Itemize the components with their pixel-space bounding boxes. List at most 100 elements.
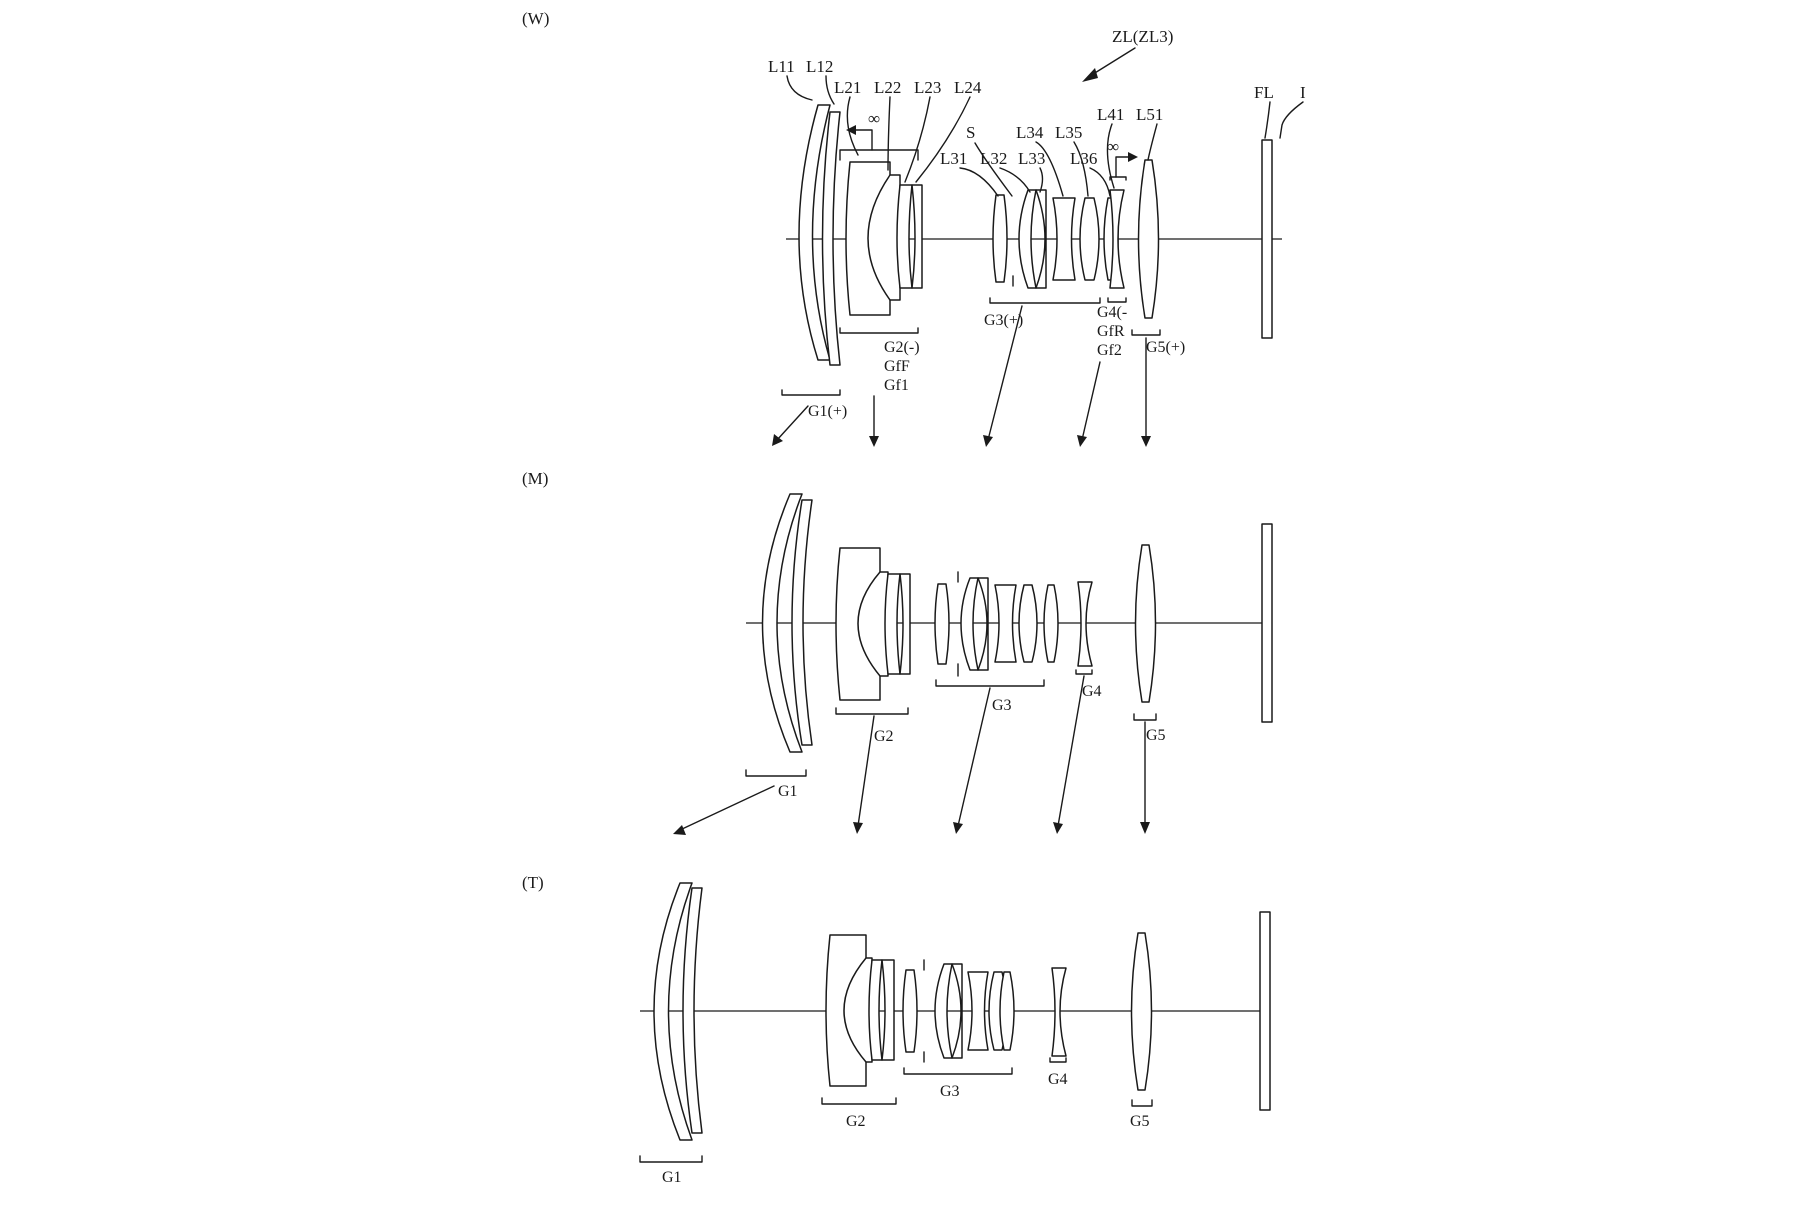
label-L22: L22 — [874, 78, 901, 97]
lens-L41-tele — [1051, 967, 1067, 1057]
lens-L35-middle — [1018, 584, 1038, 663]
middle-panel: (M) G1 G2 G3 — [522, 469, 1273, 835]
lens-L24-middle — [899, 573, 911, 675]
group-label-G5-wide: G5(+) — [1146, 339, 1185, 356]
label-L32: L32 — [980, 149, 1007, 168]
lens-L33 — [1035, 189, 1047, 289]
filter-middle — [1261, 523, 1273, 723]
lens-L51 — [1137, 159, 1160, 319]
lens-L31-tele — [902, 969, 918, 1053]
group-label-G2-wide: G2(-) — [884, 339, 920, 356]
lens-L22 — [867, 174, 901, 301]
tele-panel: (T) G1 G2 G3 — [522, 873, 1271, 1186]
lens-L23-middle — [884, 573, 901, 675]
label-L41: L41 — [1097, 105, 1124, 124]
filter-tele — [1259, 911, 1271, 1111]
group-label-G1-wide: G1(+) — [808, 403, 847, 420]
system-label: ZL(ZL3) — [1112, 27, 1173, 46]
label-L35: L35 — [1055, 123, 1082, 142]
lens-L34-middle — [994, 584, 1017, 663]
system-label-leader — [1089, 47, 1136, 77]
lens-L31-middle — [934, 583, 950, 665]
lens-L51-middle — [1134, 544, 1157, 703]
group-label-G2-middle: G2 — [874, 728, 894, 745]
group-brackets-middle — [745, 669, 1157, 777]
lens-L23-tele — [868, 959, 883, 1061]
lens-L24-tele — [881, 959, 895, 1061]
lens-L35 — [1079, 197, 1100, 281]
lens-L22-tele — [843, 957, 873, 1063]
group-label-G3-tele: G3 — [940, 1083, 960, 1100]
label-L11: L11 — [768, 57, 795, 76]
label-L33: L33 — [1018, 149, 1045, 168]
system-label-arrowhead — [1082, 68, 1098, 82]
label-I: I — [1300, 83, 1306, 102]
lens-L36-tele — [999, 971, 1015, 1051]
focus-bracket-g2 — [839, 149, 919, 161]
infinity-g2: ∞ — [868, 109, 880, 128]
group-brackets-wide — [781, 297, 1161, 396]
leader-lines-wide — [786, 75, 1304, 197]
group-label-GfR: GfR — [1097, 323, 1125, 340]
group-brackets-tele — [639, 1057, 1153, 1163]
bracket-G2-wide — [839, 327, 919, 334]
lens-L34-tele — [967, 971, 989, 1051]
focus-arrow-g2 — [851, 129, 873, 151]
group-label-G2-tele: G2 — [846, 1113, 866, 1130]
panel-tag-tele: (T) — [522, 873, 544, 892]
group-label-G4-wide: G4(- — [1097, 304, 1127, 321]
filter-FL — [1261, 139, 1273, 339]
group-label-G4-middle: G4 — [1082, 683, 1102, 700]
panel-tag-wide: (W) — [522, 9, 549, 28]
lens-L31 — [992, 194, 1008, 283]
lens-L51-tele — [1130, 932, 1153, 1091]
label-L36: L36 — [1070, 149, 1097, 168]
lens-L32-middle — [960, 577, 979, 671]
group-label-Gf1: Gf1 — [884, 377, 909, 394]
panel-tag-middle: (M) — [522, 469, 548, 488]
bracket-G5-wide — [1131, 329, 1161, 336]
label-S: S — [966, 123, 975, 142]
bracket-G1-wide — [781, 389, 841, 396]
focus-bracket-g4 — [1109, 176, 1127, 181]
lens-L33-middle — [977, 577, 989, 671]
lens-L36-middle — [1043, 584, 1059, 663]
lens-L22-middle — [857, 571, 889, 677]
wide-panel: (W) ZL(ZL3) ∞ ∞ — [522, 9, 1306, 447]
lens-L12-tele — [682, 887, 703, 1134]
lens-L24 — [911, 184, 923, 289]
label-L34: L34 — [1016, 123, 1044, 142]
group-label-G3-wide: G3(+) — [984, 312, 1023, 329]
label-FL: FL — [1254, 83, 1274, 102]
label-L51: L51 — [1136, 105, 1163, 124]
bracket-G3-wide — [989, 297, 1101, 304]
group-label-G4-tele: G4 — [1048, 1071, 1068, 1088]
label-L23: L23 — [914, 78, 941, 97]
infinity-g4: ∞ — [1107, 137, 1119, 156]
focus-arrowhead-g4 — [1128, 152, 1138, 162]
lens-L11-tele — [653, 882, 693, 1141]
lens-L41-middle — [1077, 581, 1093, 667]
group-label-GfF: GfF — [884, 358, 910, 375]
group-label-G5-tele: G5 — [1130, 1113, 1150, 1130]
group-label-G1-middle: G1 — [778, 783, 798, 800]
lens-L32 — [1018, 189, 1037, 289]
focus-arrow-g4 — [1115, 156, 1133, 178]
lens-L41 — [1109, 189, 1125, 289]
lens-L12-middle — [791, 499, 813, 746]
bracket-G4-wide — [1107, 297, 1127, 303]
label-L12: L12 — [806, 57, 833, 76]
lens-L23 — [896, 184, 913, 289]
label-L31: L31 — [940, 149, 967, 168]
group-label-G3-middle: G3 — [992, 697, 1012, 714]
label-L24: L24 — [954, 78, 982, 97]
lens-L11-middle — [761, 493, 803, 753]
group-label-G1-tele: G1 — [662, 1169, 682, 1186]
group-label-Gf2: Gf2 — [1097, 342, 1122, 359]
zoom-arrows-middle-to-tele — [673, 675, 1150, 835]
group-label-G5-middle: G5 — [1146, 727, 1166, 744]
zoom-arrows-wide-to-middle — [772, 305, 1151, 447]
lens-L33-tele — [951, 963, 963, 1059]
lens-L34 — [1052, 197, 1076, 281]
